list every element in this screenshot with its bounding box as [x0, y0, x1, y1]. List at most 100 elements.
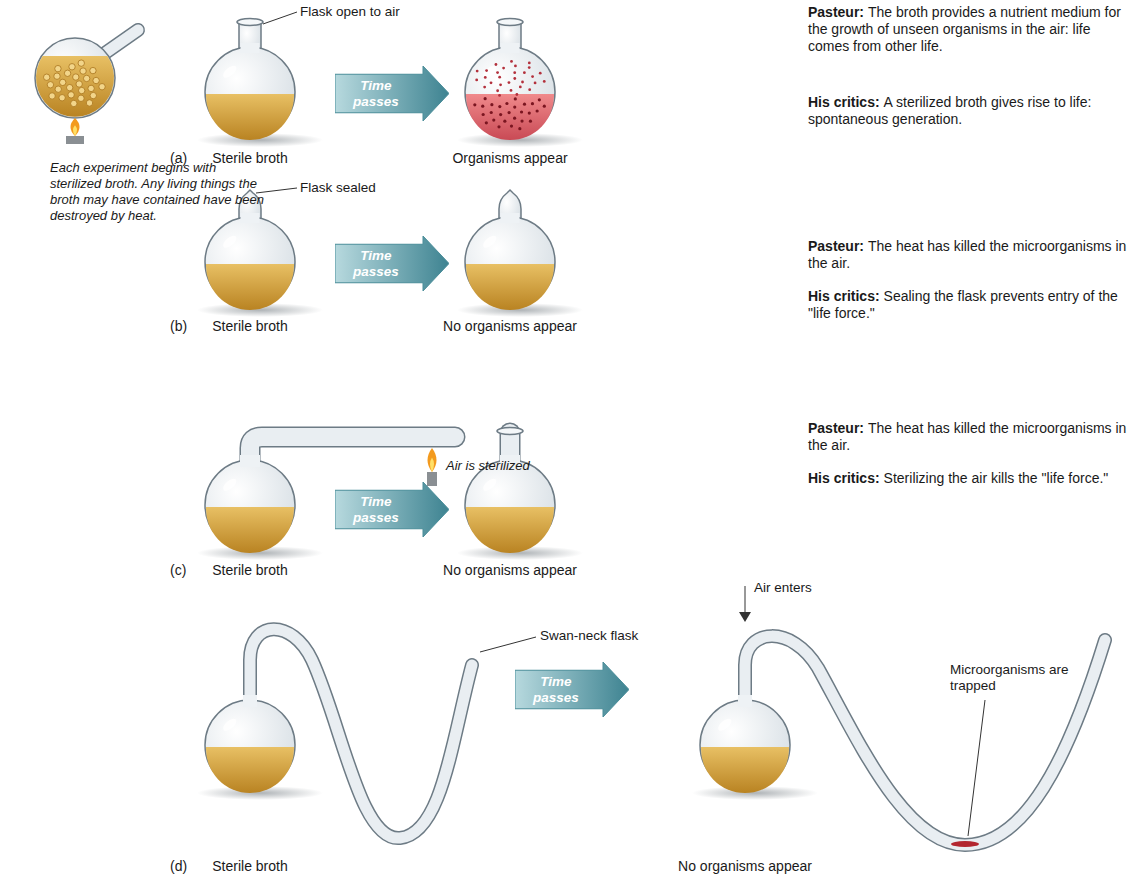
broth [466, 94, 554, 140]
organism-dot [475, 78, 478, 81]
organism-dot [484, 76, 487, 79]
broth [206, 94, 294, 140]
organism-dot [498, 105, 501, 108]
flask-neck [738, 695, 752, 707]
organism-dot [521, 81, 524, 84]
organism-dot [518, 127, 521, 130]
bubble [78, 60, 84, 66]
bubble [54, 73, 60, 79]
text-block: Sterile broth [212, 318, 287, 334]
organism-dot [496, 71, 499, 74]
bubble [69, 64, 75, 70]
burner [427, 472, 437, 486]
organism-dot [508, 111, 511, 114]
bubble [55, 65, 61, 71]
organism-dot [536, 109, 539, 112]
organism-dot [476, 70, 479, 73]
label: (b) [170, 318, 187, 334]
air-arrow [745, 586, 746, 616]
text-block: No organisms appear [678, 858, 812, 874]
flame [71, 118, 80, 136]
text-block: Swan-neck flask [540, 628, 638, 644]
broth [36, 56, 114, 117]
bubble [93, 77, 99, 83]
time-arrow: Time passes [335, 236, 449, 291]
text-block: (c) [170, 562, 186, 578]
organism-dot [543, 80, 546, 83]
flask-neck [501, 213, 520, 223]
organism-dot [503, 120, 506, 123]
time-arrow: Time passes [335, 66, 449, 121]
bubble [66, 84, 72, 90]
text-block: Air enters [754, 580, 812, 596]
broth [466, 264, 554, 310]
organism-dot [499, 83, 502, 86]
time-arrow: Time passes [515, 662, 629, 717]
text-block: Microorganisms are trapped [950, 662, 1070, 694]
speaker: His critics: [808, 288, 880, 304]
organism-dot [538, 98, 541, 101]
text-block: No organisms appear [443, 318, 577, 334]
bubble [80, 68, 86, 74]
broth [701, 747, 789, 793]
flask-neck [501, 43, 520, 53]
organism-dot [473, 103, 476, 106]
bubble [90, 67, 96, 73]
label: Organisms appear [452, 150, 567, 166]
organism-dot [498, 94, 501, 97]
glass-highlight [481, 234, 498, 250]
bubble [78, 95, 84, 101]
broth [206, 747, 294, 793]
text-block: Pasteur:The heat has killed the microorg… [808, 420, 1130, 454]
flame [73, 125, 77, 136]
broth [206, 507, 294, 553]
bubble [88, 85, 94, 91]
text-block: (a) [170, 150, 187, 166]
glass-highlight [481, 64, 498, 80]
flask-neck [241, 43, 260, 53]
organism-dot [513, 71, 516, 74]
organism-dot [528, 111, 531, 114]
organism-dot [510, 60, 513, 63]
arrow-label: Time passes [347, 494, 405, 526]
organism-dot [508, 81, 511, 84]
organism-dot [495, 63, 498, 66]
arrow-label: Time passes [347, 78, 405, 110]
organism-dot [519, 85, 522, 88]
flask-neck [240, 455, 260, 467]
text-block: Flask open to air [300, 4, 400, 20]
flask-lip [237, 19, 263, 26]
leader-line [968, 700, 985, 836]
text-block: Sterile broth [212, 150, 287, 166]
organism-dot [499, 113, 502, 116]
speaker: Pasteur: [808, 238, 864, 254]
bubble [78, 87, 84, 93]
organism-dot [510, 124, 513, 127]
bubble [43, 74, 49, 80]
organism-dot [485, 121, 488, 124]
organism-dot [534, 82, 537, 85]
organism-dot [497, 125, 500, 128]
organism-dot [529, 120, 532, 123]
organism-dot [485, 69, 488, 72]
organism-dot [502, 67, 505, 70]
glass-highlight [221, 717, 238, 733]
label: (d) [170, 858, 187, 874]
organism-dot [498, 76, 501, 79]
broth [466, 507, 554, 553]
flask-body [35, 38, 115, 118]
text-block: Sterile broth [212, 562, 287, 578]
text-block: Air is sterilized [446, 458, 530, 474]
text-block: (d) [170, 858, 187, 874]
organism-dot [513, 117, 516, 120]
glass-highlight [481, 477, 498, 493]
text-block: Pasteur:The heat has killed the microorg… [808, 238, 1130, 272]
label: Swan-neck flask [540, 628, 638, 643]
arrow-outline [335, 66, 449, 121]
text-block: No organisms appear [443, 562, 577, 578]
organism-dot [528, 66, 531, 69]
text-block: His critics:Sterilizing the air kills th… [808, 470, 1130, 487]
label: Sterile broth [212, 562, 287, 578]
organism-dot [505, 102, 508, 105]
